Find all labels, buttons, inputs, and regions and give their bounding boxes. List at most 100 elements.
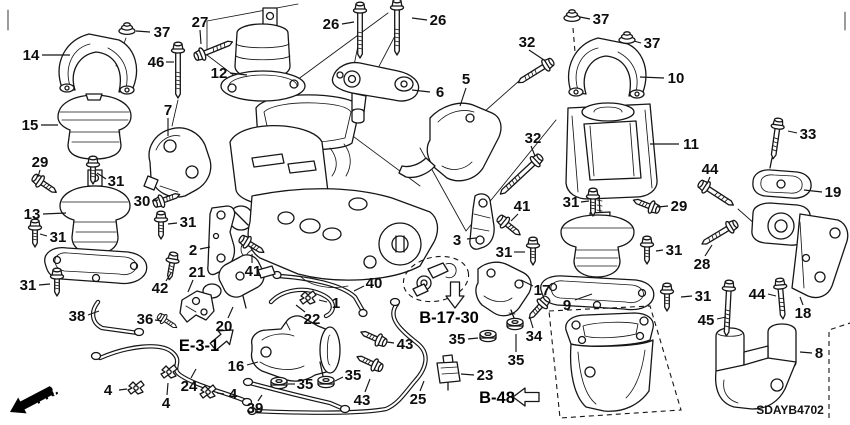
- leader-line: [459, 87, 467, 107]
- part-21-bracket: [179, 290, 215, 323]
- callout-27: 27: [192, 14, 209, 31]
- callout-26: 26: [430, 12, 447, 29]
- bolt-31-icon: [27, 218, 43, 248]
- leader-line: [199, 29, 202, 45]
- callout-31: 31: [20, 277, 37, 294]
- callout-15: 15: [22, 117, 39, 134]
- bolt-31-icon: [585, 187, 601, 217]
- leader-line: [467, 337, 479, 340]
- b-48-arrow-icon: [512, 387, 540, 407]
- callout-30: 30: [134, 193, 151, 210]
- callout-37: 37: [644, 35, 661, 52]
- ref-label-b-17-30: B-17-30: [419, 309, 479, 327]
- leader-line: [154, 319, 163, 322]
- bolt-26-icon: [389, 0, 405, 56]
- leader-line: [42, 212, 67, 215]
- callout-8: 8: [815, 345, 823, 362]
- part-9-lower-bracket: [548, 305, 682, 419]
- part-9-mount: [540, 195, 655, 311]
- leader-line: [799, 296, 804, 306]
- leader-line: [118, 388, 128, 391]
- nut-35-icon: [479, 329, 497, 343]
- callout-31: 31: [666, 242, 683, 259]
- fr-direction: FR.: [10, 381, 61, 414]
- leader-line: [199, 246, 211, 250]
- b-17-30-arrow-icon: [445, 281, 465, 309]
- leader-line: [466, 237, 477, 240]
- callout-29: 29: [32, 154, 49, 171]
- leader-line: [411, 89, 431, 93]
- callout-44: 44: [749, 286, 766, 303]
- nut-35-icon: [270, 376, 288, 390]
- callout-31: 31: [180, 214, 197, 231]
- callout-40: 40: [366, 275, 383, 292]
- bolt-31-icon: [153, 210, 169, 240]
- leader-line: [227, 306, 234, 319]
- leader-line: [787, 130, 798, 134]
- callout-9: 9: [563, 297, 571, 314]
- callout-25: 25: [410, 391, 427, 408]
- callout-5: 5: [462, 71, 470, 88]
- callout-38: 38: [69, 308, 86, 325]
- callout-34: 34: [526, 328, 543, 345]
- engine-assembly: [228, 94, 439, 288]
- leader-line: [460, 373, 475, 376]
- leader-line: [386, 341, 395, 344]
- leader-line: [37, 169, 41, 178]
- leader-line: [229, 72, 248, 76]
- callout-16: 16: [228, 358, 245, 375]
- callout-33: 33: [800, 126, 817, 143]
- callout-21: 21: [189, 264, 206, 281]
- leader-line: [87, 310, 100, 316]
- callout-4: 4: [104, 382, 113, 399]
- clip-4-icon: [160, 364, 178, 379]
- callout-39: 39: [247, 400, 264, 417]
- leader-line: [318, 299, 328, 303]
- b-17-30-part: [402, 255, 470, 303]
- hoses: [90, 270, 428, 416]
- callout-41: 41: [514, 198, 531, 215]
- leader-line: [334, 376, 344, 382]
- fr-label: FR.: [32, 381, 61, 407]
- leader-line: [257, 394, 263, 402]
- nut-35-icon: [317, 375, 335, 389]
- callout-29: 29: [671, 198, 688, 215]
- leader-line: [680, 295, 693, 298]
- bolt-43-icon: [357, 325, 390, 350]
- part-3-bracket: [469, 193, 495, 250]
- part-18-bracket: [751, 202, 849, 299]
- bolt-36-icon: [154, 310, 181, 333]
- leader-line: [716, 316, 727, 320]
- part-16-mount: [250, 315, 341, 382]
- callout-41: 41: [245, 263, 262, 280]
- leader-line: [364, 378, 371, 393]
- part-19-plate: [752, 157, 812, 199]
- clip-4-icon: [127, 380, 145, 395]
- part-20-valve: [202, 254, 276, 309]
- part-17-bracket: [475, 261, 532, 319]
- bolt-27-icon: [191, 35, 236, 64]
- callout-14: 14: [23, 47, 40, 64]
- leader-line: [530, 145, 536, 157]
- part-23-clip: [436, 354, 461, 391]
- bolt-41-icon: [493, 211, 525, 241]
- callout-13: 13: [24, 206, 41, 223]
- leader-line: [580, 200, 590, 203]
- bolt-33-icon: [766, 116, 786, 161]
- fr-arrow-icon: [10, 386, 54, 414]
- callout-19: 19: [825, 184, 842, 201]
- bolt-29-icon: [28, 170, 61, 199]
- callout-17: 17: [534, 282, 551, 299]
- ref-label-e-3-1: E-3-1: [179, 337, 219, 355]
- callout-31: 31: [563, 194, 580, 211]
- leader-line: [419, 380, 425, 392]
- part-12-mount: [220, 7, 306, 102]
- callout-35: 35: [449, 331, 466, 348]
- leader-line: [704, 244, 713, 257]
- nut-37-icon: [563, 9, 581, 23]
- bolt-46-icon: [170, 41, 186, 99]
- callout-37: 37: [593, 11, 610, 28]
